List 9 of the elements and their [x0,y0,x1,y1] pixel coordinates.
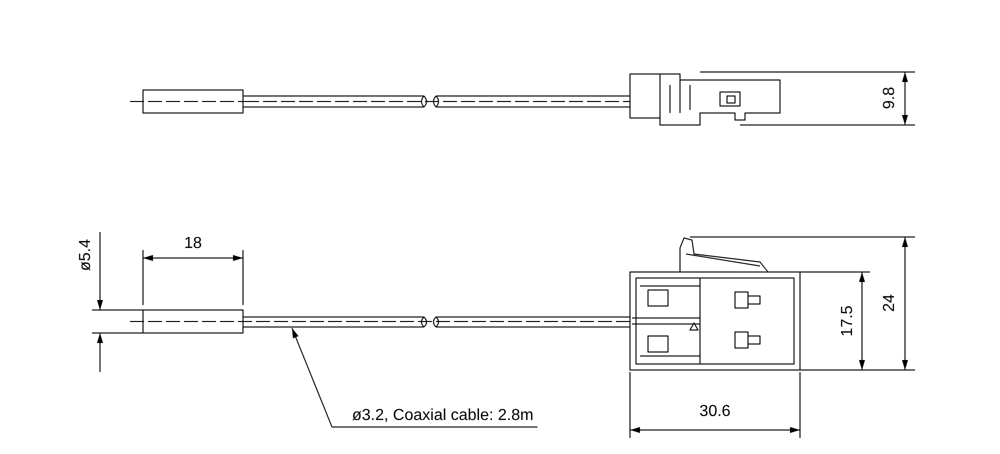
dimension-label: ø5.4 [77,239,95,271]
dimension-label: 9.8 [881,86,899,110]
callout-text: ø3.2, Coaxial cable: 2.8m [352,407,534,425]
coaxial-cable [242,316,630,328]
leader-line [292,328,538,428]
dimension-label: 24 [881,294,899,312]
dimension-label: 17.5 [839,305,857,337]
dimension-label: 30.6 [699,403,731,421]
dimension-label: 18 [184,235,202,253]
